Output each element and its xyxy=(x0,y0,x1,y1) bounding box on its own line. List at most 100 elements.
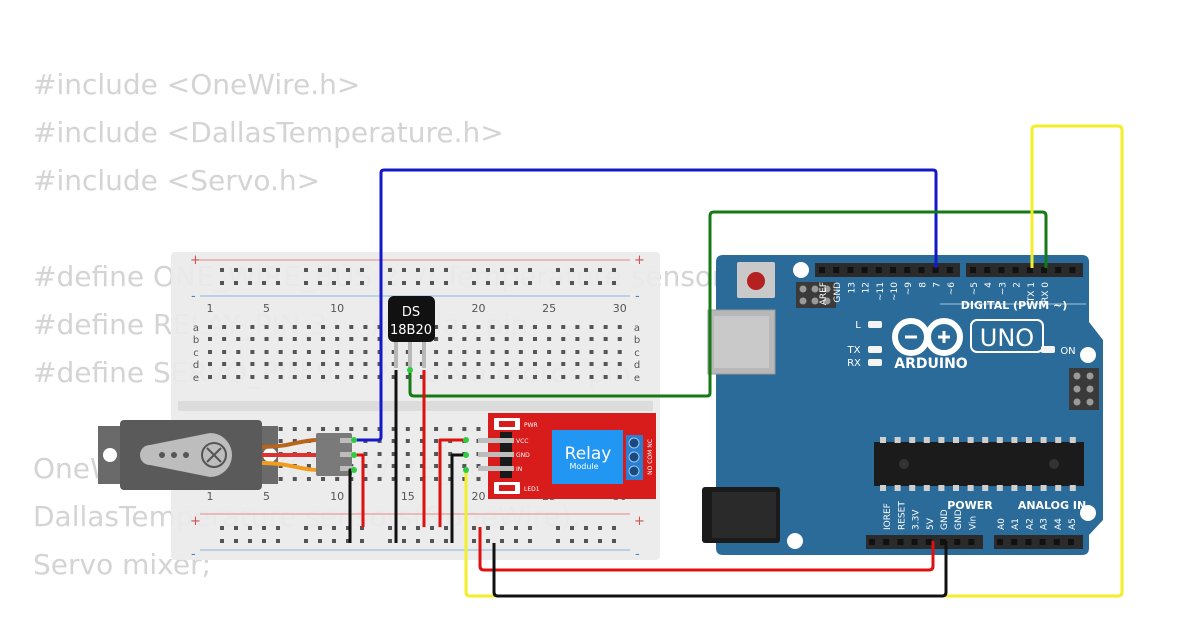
atmega-chip xyxy=(874,437,1084,491)
column-number: 5 xyxy=(263,302,270,315)
row-letter: b xyxy=(634,335,640,346)
wire-green-sensor-data xyxy=(408,210,1048,398)
servo-wire-brown xyxy=(261,438,319,449)
power-jack-inner xyxy=(712,492,776,538)
power-pin-label: RESET xyxy=(897,501,907,530)
digital-pin-label: 12 xyxy=(862,282,872,293)
row-letter: c xyxy=(193,348,199,359)
row-letter: a xyxy=(193,323,199,334)
breadboard-center-channel xyxy=(178,401,653,411)
code-line: #include <Servo.h> xyxy=(33,164,321,197)
relay-terminal-label: NO COM NC xyxy=(647,439,654,475)
relay-module: PWR LED1 VCC GND IN Relay Module NO COM … xyxy=(478,413,656,499)
rail-plus-top-right: + xyxy=(634,253,645,268)
rail-plus-top-left: + xyxy=(190,253,201,268)
analog-pin-label: A4 xyxy=(1054,518,1064,530)
digital-pin-label: AREF xyxy=(819,282,829,305)
digital-pin-label: ~10 xyxy=(890,282,900,301)
power-pin-label: GND xyxy=(940,509,950,530)
digital-pwm-label: DIGITAL (PWM ~) xyxy=(961,299,1068,312)
analog-pin-label: A0 xyxy=(997,518,1007,530)
digital-header-right xyxy=(966,263,1083,277)
wire-red-5v xyxy=(478,527,935,572)
row-letter: c xyxy=(634,348,640,359)
power-label: POWER xyxy=(947,499,993,512)
mounting-hole-top-left xyxy=(793,262,809,278)
wire-black-gnd xyxy=(492,541,948,598)
row-letter: a xyxy=(634,323,640,334)
rail-minus-bottom-left: - xyxy=(191,547,196,562)
ds18b20-label-1: DS xyxy=(402,305,420,320)
icsp-header-right xyxy=(1069,368,1099,410)
relay-pin-gnd: GND xyxy=(516,452,530,459)
column-number: 25 xyxy=(542,302,556,315)
analog-in-label: ANALOG IN xyxy=(1018,499,1086,512)
servo-wire-orange xyxy=(261,461,319,472)
analog-pin-label: A1 xyxy=(1011,518,1021,530)
relay-pwr-label: PWR xyxy=(524,422,538,429)
digital-pin-label: TX 1 xyxy=(1027,282,1037,303)
digital-pin-label: ~9 xyxy=(904,282,914,296)
rail-plus-bottom-right: + xyxy=(634,514,645,529)
analog-pin-label: A2 xyxy=(1025,518,1035,530)
digital-pin-label: ~5 xyxy=(970,282,980,295)
servo-tab-hole-left xyxy=(103,448,117,462)
column-number: 15 xyxy=(401,490,415,503)
analog-pin-label: A5 xyxy=(1068,518,1078,530)
digital-pin-label: ~6 xyxy=(947,282,957,296)
ds18b20-label-2: 18B20 xyxy=(390,323,432,338)
led-tx-label: TX xyxy=(847,345,861,356)
reset-button[interactable] xyxy=(747,272,765,290)
uno-badge xyxy=(970,319,1044,353)
arduino-logo xyxy=(892,318,963,356)
relay-title: Relay xyxy=(565,444,612,464)
power-pin-label: 5V xyxy=(926,517,936,530)
digital-header-left xyxy=(815,263,960,277)
column-number: 5 xyxy=(263,490,270,503)
led-rx xyxy=(868,359,882,366)
led-rx-label: RX xyxy=(847,358,861,369)
relay-subtitle: Module xyxy=(569,462,598,471)
power-pin-label: 3.3V xyxy=(912,509,922,530)
digital-header-holes xyxy=(819,267,1076,273)
mounting-hole-right-top xyxy=(1080,347,1096,363)
power-pin-label: IOREF xyxy=(883,503,893,530)
analog-header xyxy=(994,535,1083,549)
wires xyxy=(348,124,1124,598)
relay-pin-vcc: VCC xyxy=(516,438,528,445)
relay-cube xyxy=(552,430,623,484)
digital-pin-label: 7 xyxy=(933,282,943,288)
ds18b20-sensor: DS 18B20 xyxy=(388,296,435,368)
relay-pin-in: IN xyxy=(516,466,522,473)
led-tx xyxy=(868,346,882,353)
led-l xyxy=(868,321,882,328)
digital-pin-label: GND xyxy=(833,282,843,303)
column-number: 10 xyxy=(330,490,344,503)
digital-pin-label: 13 xyxy=(847,282,857,293)
row-letter: e xyxy=(634,373,640,384)
rail-plus-bottom-left: + xyxy=(190,514,201,529)
wire-red-relay-vcc xyxy=(438,438,466,527)
digital-pin-label: ~3 xyxy=(998,282,1008,295)
mounting-hole-bottom-left xyxy=(787,533,803,549)
ds18b20-body xyxy=(388,296,435,342)
digital-pin-label: 4 xyxy=(984,282,994,288)
code-line: Servo mixer; xyxy=(33,548,212,581)
digital-pin-label: 2 xyxy=(1013,282,1023,288)
wire-endpoints xyxy=(351,367,469,473)
wire-black-relay-gnd xyxy=(450,453,466,543)
rail-minus-bottom-right: - xyxy=(635,547,640,562)
bottom-header-holes xyxy=(869,539,1074,545)
relay-led1-label: LED1 xyxy=(524,486,540,493)
servo-motor xyxy=(98,420,354,490)
row-letter: d xyxy=(634,360,640,371)
led-on xyxy=(1041,346,1055,353)
digital-pin-label: 8 xyxy=(918,282,928,288)
column-number: 20 xyxy=(471,302,485,315)
led-on-label: ON xyxy=(1060,346,1075,357)
icsp-header-small xyxy=(796,282,836,308)
